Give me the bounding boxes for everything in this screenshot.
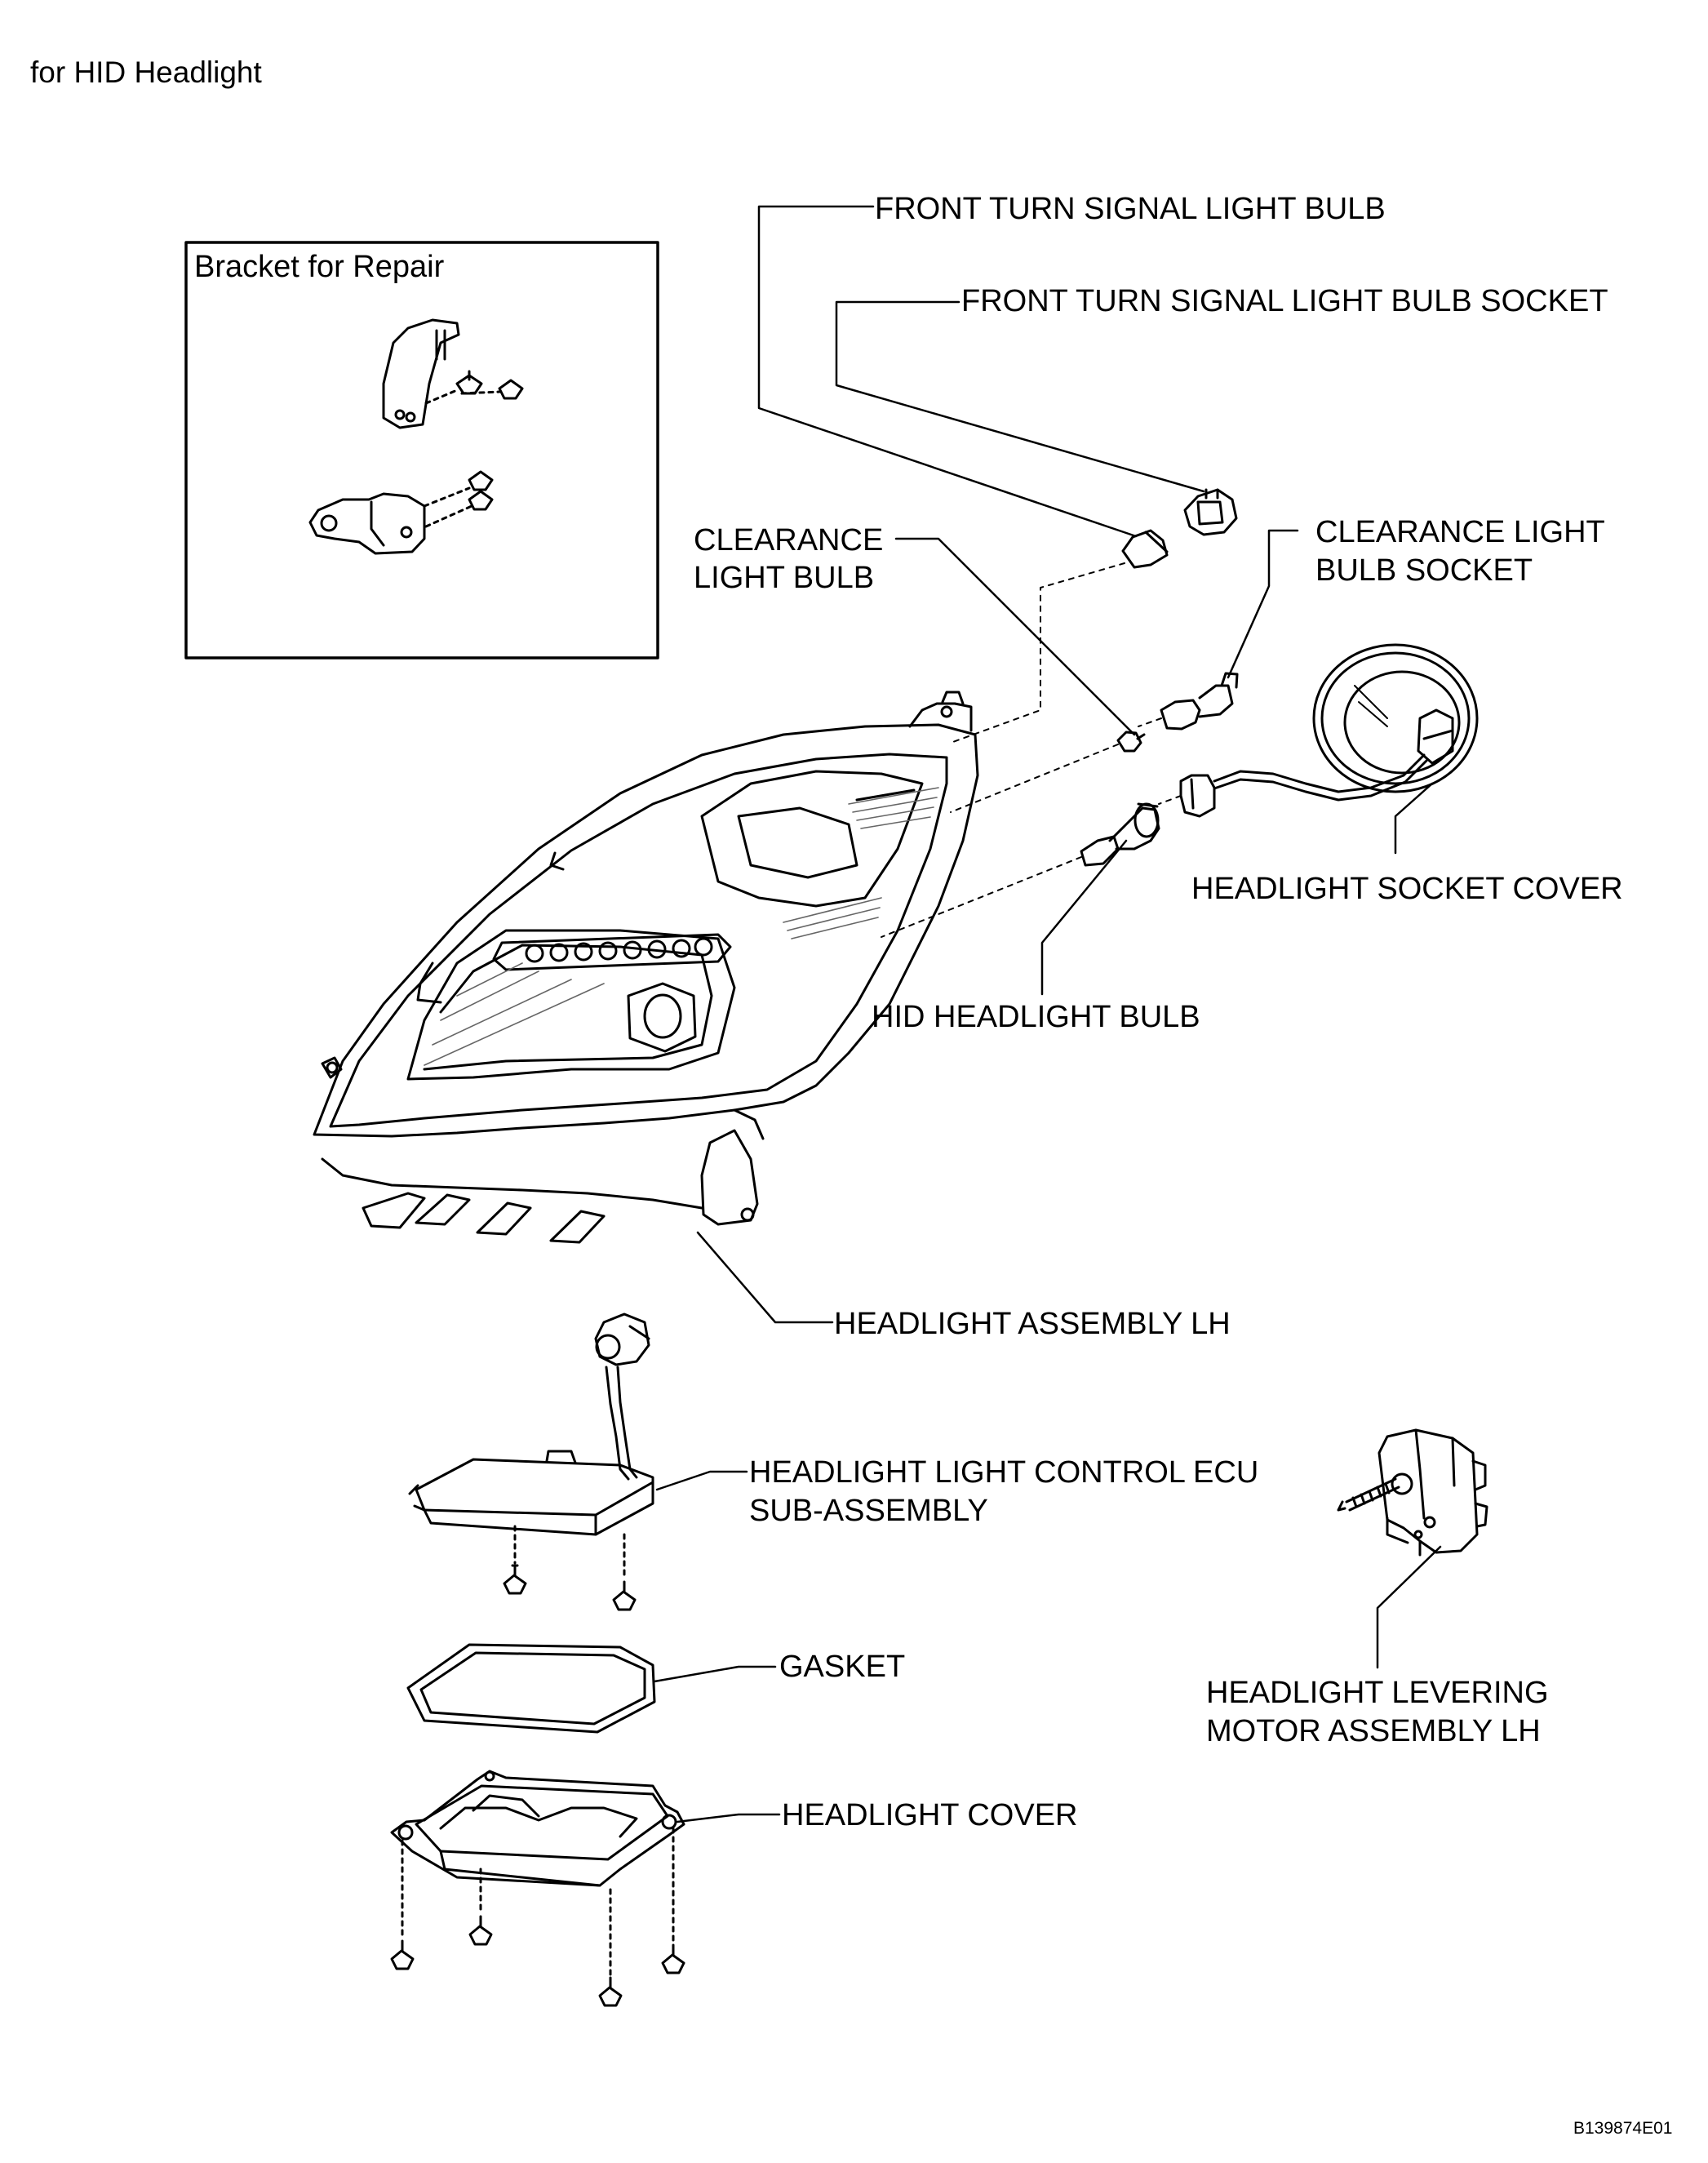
label-front-turn-signal-bulb: FRONT TURN SIGNAL LIGHT BULB <box>875 192 1386 226</box>
label-clearance-bulb-line2: LIGHT BULB <box>694 561 875 595</box>
label-headlight-assembly-lh: HEADLIGHT ASSEMBLY LH <box>834 1307 1231 1341</box>
headlight-light-control-ecu <box>408 1312 654 1611</box>
label-ecu-line2: SUB-ASSEMBLY <box>749 1494 988 1528</box>
repair-bracket-upper <box>382 318 524 429</box>
headlight-socket-cover <box>1213 643 1479 802</box>
inset-title: Bracket for Repair <box>194 250 445 284</box>
clearance-light-bulb-socket <box>1160 672 1239 731</box>
label-ecu-line1: HEADLIGHT LIGHT CONTROL ECU <box>749 1455 1259 1490</box>
label-levering-line2: MOTOR ASSEMBLY LH <box>1206 1714 1541 1748</box>
clearance-light-bulb <box>1116 731 1146 753</box>
label-front-turn-signal-socket: FRONT TURN SIGNAL LIGHT BULB SOCKET <box>961 284 1608 318</box>
headlight-assembly-lh <box>313 691 979 1244</box>
label-headlight-cover: HEADLIGHT COVER <box>782 1798 1078 1832</box>
label-clearance-socket-line1: CLEARANCE LIGHT <box>1315 515 1605 549</box>
lens-hatching <box>424 787 939 1066</box>
assembly-dashed-lines <box>881 562 1182 938</box>
headlight-cover <box>390 1770 685 2007</box>
repair-bracket-lower <box>308 470 494 555</box>
label-clearance-bulb-line1: CLEARANCE <box>694 523 884 557</box>
label-levering-line1: HEADLIGHT LEVERING <box>1206 1676 1549 1710</box>
clearance-led-row <box>492 933 732 971</box>
label-clearance-socket-line2: BULB SOCKET <box>1315 553 1533 588</box>
front-turn-signal-light-bulb <box>1121 529 1169 569</box>
gasket <box>406 1643 656 1734</box>
label-socket-cover: HEADLIGHT SOCKET COVER <box>1191 872 1623 906</box>
front-turn-signal-socket <box>1183 488 1238 536</box>
label-gasket: GASKET <box>779 1650 906 1684</box>
label-hid-bulb: HID HEADLIGHT BULB <box>872 1000 1200 1034</box>
headlight-levering-motor <box>1337 1428 1488 1557</box>
diagram-caption: for HID Headlight <box>30 56 262 89</box>
leader-lines <box>653 205 1442 1823</box>
hid-headlight-bulb <box>1080 802 1160 867</box>
inset-frame <box>184 241 659 660</box>
hid-connector <box>1179 774 1216 818</box>
figure-code: B139874E01 <box>1573 2119 1673 2138</box>
